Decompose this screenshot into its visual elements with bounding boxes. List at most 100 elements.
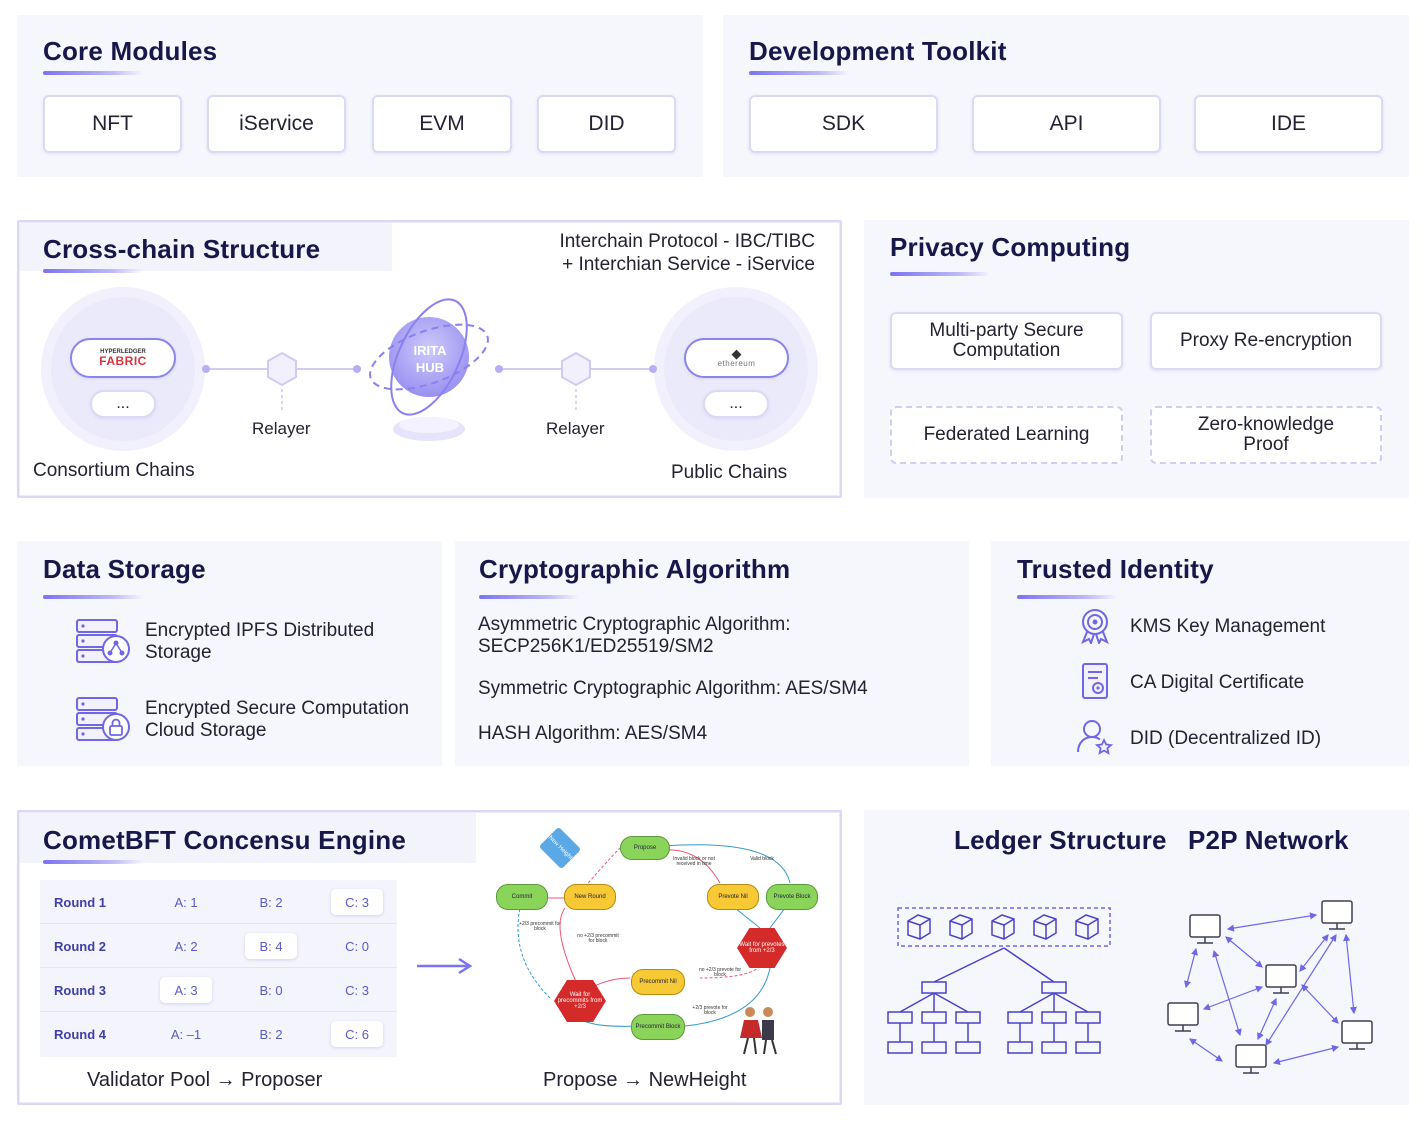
crypto-underline	[479, 595, 579, 599]
core-modules-underline	[43, 71, 143, 75]
trusted-underline	[1017, 595, 1117, 599]
dev-toolkit-title: Development Toolkit	[749, 36, 1007, 66]
ledger-tree-diagram	[887, 907, 1111, 1054]
protocol-line-2: + Interchian Service - iService	[562, 254, 815, 275]
round-a-value: A: 2	[174, 938, 198, 954]
cloud-storage-icon	[76, 697, 130, 741]
cross-chain-title: Cross-chain Structure	[43, 234, 321, 264]
privacy-chip-zkp[interactable]: Zero-knowledge Proof	[1150, 406, 1382, 464]
kms-label: KMS Key Management	[1130, 616, 1326, 637]
module-chip-iservice[interactable]: iService	[207, 95, 346, 153]
certificate-icon	[1082, 663, 1108, 699]
public-more-chip[interactable]: ...	[703, 390, 769, 418]
crypto-hash: HASH Algorithm: AES/SM4	[478, 723, 708, 744]
flow-new-round: New Round	[564, 884, 616, 910]
flow-precommit-block: Precommit Block	[631, 1014, 685, 1040]
public-chains-label: Public Chains	[671, 462, 788, 483]
module-chip-evm[interactable]: EVM	[372, 95, 512, 153]
data-storage-title: Data Storage	[43, 554, 206, 584]
relayer-label-right: Relayer	[546, 419, 605, 438]
dev-toolkit-underline	[749, 71, 849, 75]
privacy-title: Privacy Computing	[890, 232, 1131, 262]
consortium-chains-label: Consortium Chains	[33, 460, 195, 481]
toolkit-chip-sdk[interactable]: SDK	[749, 95, 938, 153]
round-b-value: B: 2	[259, 1026, 283, 1042]
irita-hub-sphere	[389, 317, 469, 397]
flow-label-invalid: Invalid block or not received in time	[673, 856, 715, 868]
round-row-3: Round 3 A: 3 B: 0 C: 3	[40, 968, 397, 1012]
computer-icon	[1189, 914, 1221, 944]
crypto-asymmetric: Asymmetric Cryptographic Algorithm: SECP…	[478, 614, 791, 657]
arrow-right-icon	[417, 957, 473, 975]
flow-label-no23-prevote: no +2/3 prevote for block	[698, 967, 742, 979]
privacy-chip-federated[interactable]: Federated Learning	[890, 406, 1123, 464]
round-a-value: A: –1	[170, 1026, 202, 1042]
did-label: DID (Decentralized ID)	[1130, 728, 1322, 749]
module-chip-did[interactable]: DID	[537, 95, 676, 153]
flow-label-no23-commit: no +2/3 precommit for block	[577, 933, 619, 945]
round-b-value: B: 0	[259, 982, 283, 998]
trusted-title: Trusted Identity	[1017, 554, 1214, 584]
rounds-table: Round 1 A: 1 B: 2 C: 3 Round 2 A: 2 B: 4…	[40, 880, 397, 1057]
round-label: Round 1	[54, 894, 106, 910]
hub-label-2: HUB	[415, 360, 445, 375]
privacy-chip-proxy[interactable]: Proxy Re-encryption	[1150, 312, 1382, 370]
consortium-more-chip[interactable]: ...	[90, 390, 156, 418]
round-a-value: A: 3	[160, 977, 212, 1003]
privacy-chip-mpc[interactable]: Multi-party Secure Computation	[890, 312, 1123, 370]
round-a-value: A: 1	[174, 894, 198, 910]
p2p-title: P2P Network	[1188, 825, 1349, 855]
crypto-panel	[455, 541, 969, 766]
round-row-4: Round 4 A: –1 B: 2 C: 6	[40, 1012, 397, 1056]
flow-commit: Commit	[496, 884, 548, 910]
round-label: Round 4	[54, 1026, 106, 1042]
comet-title-bg	[20, 813, 476, 863]
ca-label: CA Digital Certificate	[1130, 672, 1305, 693]
ledger-title: Ledger Structure	[954, 825, 1167, 855]
crypto-symmetric: Symmetric Cryptographic Algorithm: AES/S…	[478, 678, 868, 699]
relayer-hex-right	[561, 351, 591, 387]
ipfs-storage-label: Encrypted IPFS Distributed Storage	[145, 620, 375, 663]
flow-prevote-block: Prevote Block	[766, 884, 818, 910]
p2p-network-diagram	[1167, 900, 1373, 1074]
round-row-2: Round 2 A: 2 B: 4 C: 0	[40, 924, 397, 968]
computer-icon	[1265, 964, 1297, 994]
core-modules-title: Core Modules	[43, 36, 218, 66]
relayer-hex-left	[267, 351, 297, 387]
toolkit-chip-ide[interactable]: IDE	[1194, 95, 1383, 153]
round-row-1: Round 1 A: 1 B: 2 C: 3	[40, 880, 397, 924]
round-b-value: B: 4	[245, 933, 297, 959]
round-c-value: C: 0	[345, 938, 369, 954]
ipfs-storage-icon	[76, 619, 130, 663]
relayer-label-left: Relayer	[252, 419, 311, 438]
propose-caption: Propose → NewHeight	[543, 1069, 747, 1091]
hub-label-1: IRITA	[413, 343, 447, 358]
fabric-logo-text: FABRIC	[99, 353, 147, 368]
protocol-line-1: Interchain Protocol - IBC/TIBC	[559, 231, 815, 252]
ethereum-logo-chip[interactable]: ◆ ethereum	[684, 338, 789, 378]
round-c-value: C: 6	[331, 1021, 383, 1047]
dancers-illustration-icon	[740, 1007, 777, 1055]
ethereum-logo-text: ethereum	[717, 359, 756, 369]
module-chip-nft[interactable]: NFT	[43, 95, 182, 153]
computer-icon	[1235, 1044, 1267, 1074]
fabric-logo-chip[interactable]: HYPERLEDGER FABRIC	[70, 338, 176, 378]
toolkit-chip-api[interactable]: API	[972, 95, 1161, 153]
data-storage-underline	[43, 595, 143, 599]
computer-icon	[1341, 1020, 1373, 1050]
cross-chain-underline	[43, 269, 143, 273]
ethereum-icon: ◆	[731, 346, 742, 362]
comet-underline	[43, 860, 143, 864]
flow-label-23-prevote: +2/3 prevote for block	[692, 1005, 728, 1017]
flow-precommit-nil: Precommit Nil	[631, 969, 685, 995]
privacy-underline	[890, 272, 990, 276]
cross-chain-title-bg	[20, 223, 392, 271]
computer-icon	[1167, 1002, 1199, 1032]
round-c-value: C: 3	[331, 889, 383, 915]
round-label: Round 2	[54, 938, 106, 954]
flow-prevote-nil: Prevote Nil	[707, 884, 759, 910]
flow-wait-precommits: Wait for precommits from +2/3	[554, 980, 606, 1022]
computer-icon	[1321, 900, 1353, 930]
flow-label-valid: Valid block	[750, 856, 774, 862]
flow-propose: Propose	[620, 836, 670, 860]
